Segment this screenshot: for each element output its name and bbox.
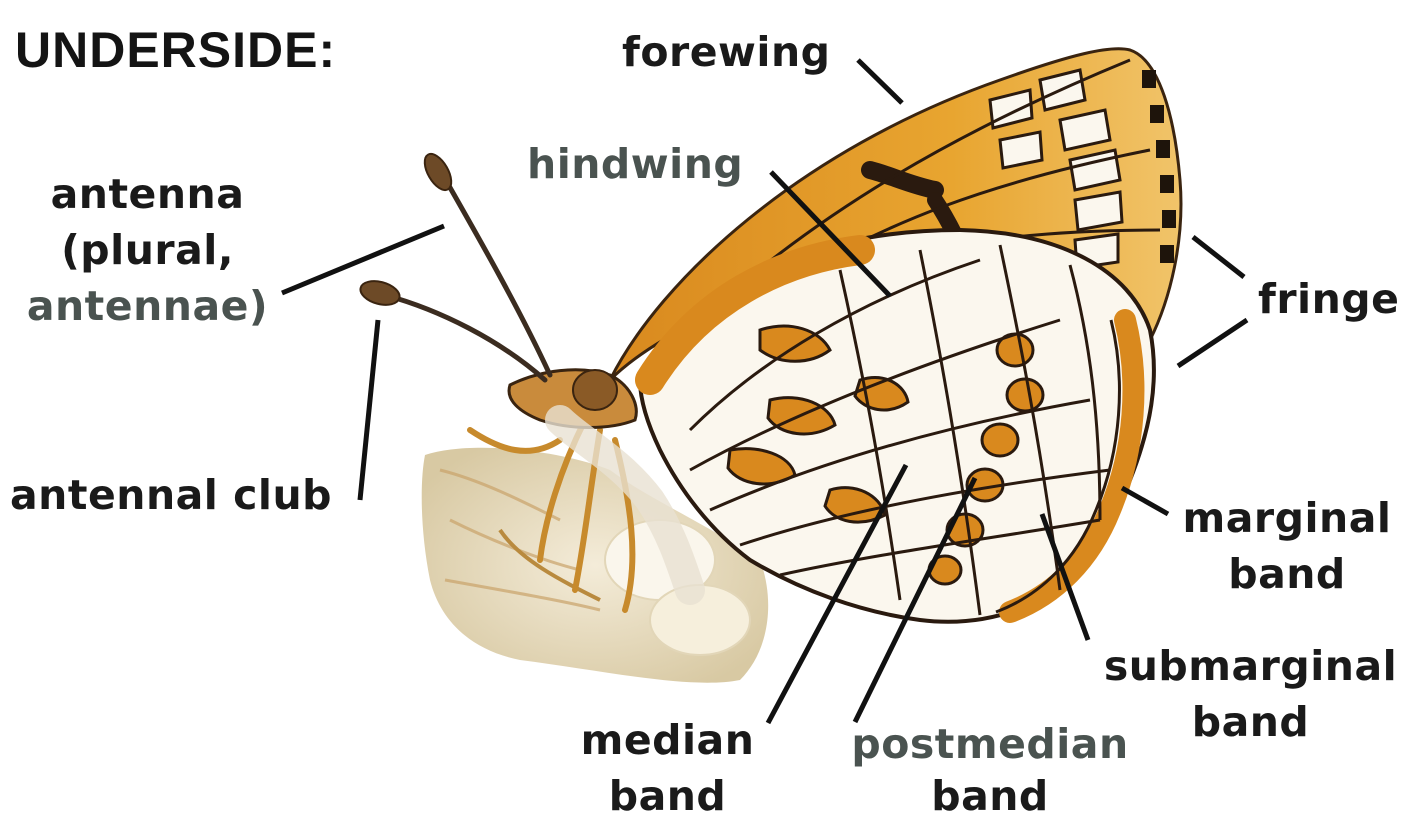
label-marginal-band-line1: marginal (1172, 490, 1402, 546)
label-hindwing: hindwing (527, 136, 743, 192)
label-marginal-band: marginal band (1172, 490, 1402, 602)
fringe-leader-lower (1178, 320, 1247, 366)
forewing-leader (858, 60, 902, 103)
label-postmedian-band-line1: postmedian (845, 718, 1135, 770)
label-submarginal-band: submarginal band (1098, 638, 1403, 750)
label-fringe: fringe (1258, 271, 1399, 327)
antennal-club-leader (360, 320, 378, 500)
label-antennal-club: antennal club (10, 467, 332, 523)
diagram-title: UNDERSIDE: (15, 22, 336, 78)
label-submarginal-band-line1: submarginal (1098, 638, 1403, 694)
fringe-leader-upper (1193, 237, 1244, 277)
marginal-band-leader (1122, 488, 1168, 514)
label-median-band: median band (560, 712, 775, 824)
label-antenna-line1: antenna (15, 166, 280, 222)
label-forewing: forewing (622, 24, 831, 80)
label-antenna-line3: antennae) (15, 278, 280, 334)
label-postmedian-band-line2: band (845, 770, 1135, 822)
label-antenna-line2: (plural, (15, 222, 280, 278)
antennae (385, 170, 550, 380)
label-median-band-line2: band (560, 768, 775, 824)
antenna-leader (282, 226, 444, 293)
label-submarginal-band-line2: band (1098, 694, 1403, 750)
label-marginal-band-line2: band (1172, 546, 1402, 602)
label-median-band-line1: median (560, 712, 775, 768)
label-antenna: antenna (plural, antennae) (15, 166, 280, 334)
label-postmedian-band: postmedian band (845, 718, 1135, 822)
